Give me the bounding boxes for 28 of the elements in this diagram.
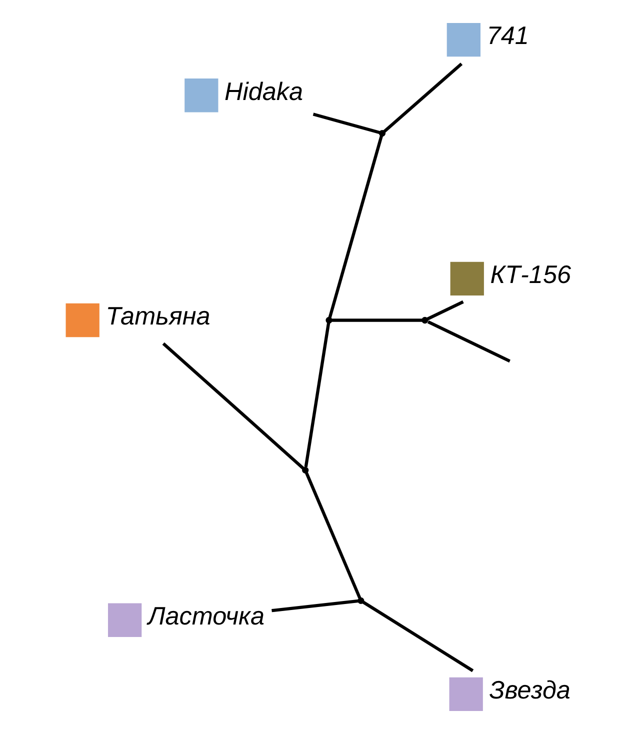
node-box xyxy=(184,78,218,112)
connector xyxy=(304,322,330,468)
node-point xyxy=(358,597,364,604)
connector xyxy=(162,342,304,470)
node-box xyxy=(66,303,100,338)
node-point xyxy=(326,316,332,324)
node-label: Hidaka xyxy=(224,78,304,106)
node-label: 741 xyxy=(486,22,529,50)
connector xyxy=(304,472,362,599)
connector xyxy=(427,320,510,363)
node-label: Звезда xyxy=(489,676,570,705)
connector xyxy=(312,112,380,134)
node-point xyxy=(302,466,309,474)
connector xyxy=(272,599,359,612)
node-box xyxy=(450,262,484,296)
node-label: Ласточка xyxy=(148,602,264,631)
connector xyxy=(383,62,463,133)
node-point xyxy=(378,130,386,137)
connector xyxy=(332,318,423,322)
node-point xyxy=(422,316,428,324)
node-box xyxy=(108,603,142,637)
connector xyxy=(328,135,384,318)
connector xyxy=(426,300,464,321)
node-label: КТ-156 xyxy=(490,261,572,290)
node-box xyxy=(449,677,483,711)
node-box xyxy=(446,23,480,57)
connector xyxy=(362,600,474,672)
node-label: Татьяна xyxy=(106,302,210,331)
